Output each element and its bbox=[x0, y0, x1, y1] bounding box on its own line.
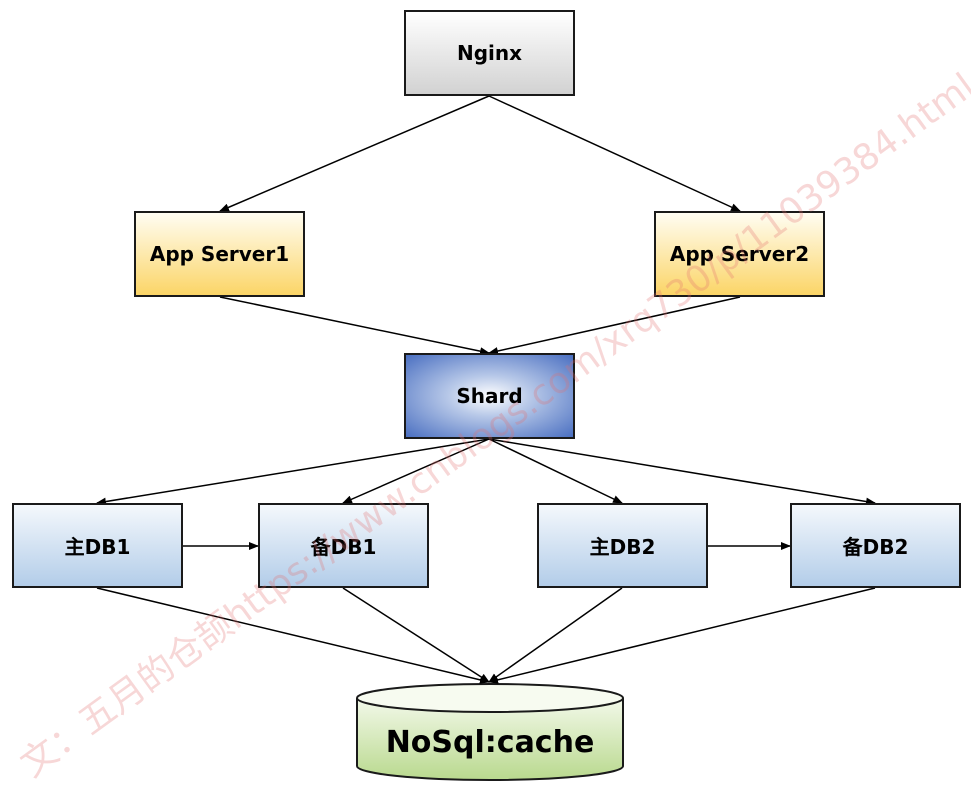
edge-db2-standby-cache bbox=[488, 587, 876, 684]
cache-node-label: NoSql:cache bbox=[385, 724, 595, 760]
edge-app-server1-shard bbox=[219, 296, 490, 356]
db2-primary-node: 主DB2 bbox=[537, 503, 708, 588]
app-server1-node: App Server1 bbox=[134, 211, 305, 297]
edge-app-server2-shard bbox=[488, 296, 741, 355]
edge-nginx-app-server1 bbox=[219, 95, 490, 212]
cache-cylinder bbox=[356, 683, 624, 781]
db1-standby-node: 备DB1 bbox=[258, 503, 429, 588]
edge-db1-primary-cache bbox=[96, 587, 490, 684]
db2-standby-node: 备DB2 bbox=[790, 503, 961, 588]
app-server2-node: App Server2 bbox=[654, 211, 825, 297]
nginx-node: Nginx bbox=[404, 10, 575, 96]
edge-nginx-app-server2 bbox=[488, 95, 741, 212]
db1-primary-node: 主DB1 bbox=[12, 503, 183, 588]
edge-db1-standby-cache bbox=[342, 587, 490, 683]
edge-shard-db1-primary bbox=[96, 438, 490, 506]
edge-shard-db1-standby bbox=[342, 438, 490, 504]
edge-shard-db2-standby bbox=[488, 438, 876, 506]
edge-shard-db2-primary bbox=[488, 438, 623, 504]
shard-node: Shard bbox=[404, 353, 575, 439]
edge-db2-primary-cache bbox=[488, 587, 623, 683]
